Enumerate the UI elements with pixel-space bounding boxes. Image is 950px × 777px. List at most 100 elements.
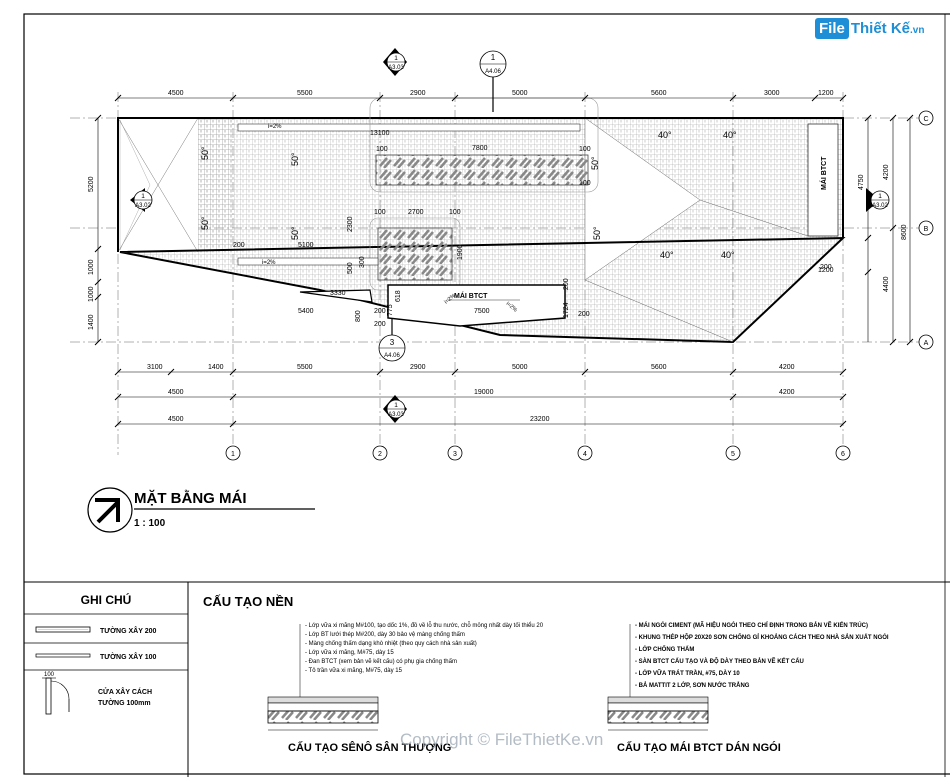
legend-title: GHI CHÚ bbox=[81, 592, 132, 607]
logo-box: File bbox=[815, 17, 849, 39]
left-note-5: - Tô trần vữa xi măng, M#75, dày 15 bbox=[305, 668, 403, 674]
label-mai-btct-right: MÁI BTCT bbox=[819, 156, 828, 190]
plan-title: MẶT BẰNG MÁI bbox=[134, 489, 247, 507]
left-note-1: - Lớp BT lưới thép M#200, dày 30 bảo vệ … bbox=[305, 632, 465, 638]
grid-bubble-b: B bbox=[918, 220, 934, 236]
plan-title-block: MẶT BẰNG MÁI 1 : 100 bbox=[87, 487, 315, 533]
dim-top-2: 2900 bbox=[410, 90, 426, 97]
section-mark-1-num: 1 bbox=[394, 55, 398, 62]
logo-text: Thiết Kế.vn bbox=[851, 20, 925, 37]
dim-right-1-0: 4200 bbox=[883, 164, 890, 180]
section-mark-6: 1 A3.03 bbox=[383, 395, 407, 423]
dim-618: 618 bbox=[395, 290, 402, 302]
dim-b1-3: 2900 bbox=[410, 364, 426, 371]
dimension-lines bbox=[97, 97, 911, 425]
dim-3330: 3330 bbox=[330, 290, 346, 297]
slope-a3: 50° bbox=[590, 156, 600, 170]
dim-7800: 7800 bbox=[472, 145, 488, 152]
section-mark-3-num: 1 bbox=[141, 193, 145, 200]
logo-suffix: .vn bbox=[910, 24, 925, 36]
sheet-border bbox=[23, 13, 950, 775]
slope-b4: 40° bbox=[721, 250, 735, 260]
dim-right-1-1: 4400 bbox=[883, 276, 890, 292]
slope-i1: i=2% bbox=[268, 124, 282, 130]
dim-b1-0: 3100 bbox=[147, 364, 163, 371]
slope-a2: 50° bbox=[290, 152, 300, 166]
grid-label-2: 2 bbox=[378, 451, 382, 458]
section-mark-2-num: 1 bbox=[491, 53, 496, 62]
dim-top-1: 5500 bbox=[297, 90, 313, 97]
plan-scale: 1 : 100 bbox=[134, 518, 166, 529]
legend-panel: GHI CHÚ TƯỜNG XÂY 200 TƯỜNG XÂY 100 100 … bbox=[24, 592, 188, 715]
dim-5100: 5100 bbox=[298, 242, 314, 249]
grid-bubble-6: 6 bbox=[835, 445, 851, 461]
section-mark-2: 1 A4.06 bbox=[479, 50, 507, 112]
right-notes: - MÁI NGÓI CIMENT (MÃ HIỆU NGÓI THEO CHỈ… bbox=[635, 621, 889, 689]
door-symbol: 100 bbox=[42, 672, 70, 715]
grid-bubble-a: A bbox=[918, 334, 934, 350]
dim-b2-1: 19000 bbox=[474, 389, 494, 396]
section-marks: 1 A3.03 1 A4.06 1 A3.02 1 A3.02 bbox=[130, 48, 890, 423]
left-notes: - Lớp vữa xi măng M#100, tạo dốc 1%, đồ … bbox=[305, 622, 544, 674]
dimension-texts: 4500 5500 2900 5000 5600 3000 1200 3100 … bbox=[88, 90, 908, 423]
dim-13100: 13100 bbox=[370, 130, 390, 137]
dim-100-d: 100 bbox=[374, 209, 386, 216]
door-dim: 100 bbox=[44, 672, 55, 678]
right-note-4: - LỚP VỮA TRÁT TRẦN, #75, DÀY 10 bbox=[635, 669, 740, 677]
dim-200-a: 200 bbox=[233, 242, 245, 249]
grid-bubble-3: 3 bbox=[447, 445, 463, 461]
mai-btct-box-right bbox=[807, 123, 839, 237]
dim-left-3: 1400 bbox=[88, 314, 95, 330]
right-note-1: - KHUNG THÉP HỘP 20X20 SƠN CHỐNG GỈ KHOẢ… bbox=[635, 633, 889, 641]
dim-b1-6: 4200 bbox=[779, 364, 795, 371]
logo-main-text: Thiết Kế bbox=[850, 19, 911, 37]
dim-b2-0: 4500 bbox=[168, 389, 184, 396]
dim-top-3: 5000 bbox=[512, 90, 528, 97]
details-panel: CẤU TẠO NỀN - Lớp vữa xi măng M#100, tạo… bbox=[203, 594, 889, 754]
section-mark-4: 1 A3.02 bbox=[866, 188, 890, 212]
section-mark-3-ref: A3.02 bbox=[135, 203, 151, 209]
legend-wall-100: TƯỜNG XÂY 100 bbox=[100, 652, 156, 661]
slope-a6: 50° bbox=[592, 226, 602, 240]
slope-a4: 50° bbox=[200, 216, 210, 230]
dim-right-inner-1: 1200 bbox=[818, 267, 834, 274]
grid-bubble-c: C bbox=[918, 110, 934, 126]
legend-door-1: CỬA XÂY CÁCH bbox=[98, 687, 152, 696]
dim-left-0: 5200 bbox=[88, 176, 95, 192]
dim-200-e: 200 bbox=[374, 321, 386, 328]
right-note-0: - MÁI NGÓI CIMENT (MÃ HIỆU NGÓI THEO CHỈ… bbox=[635, 621, 868, 629]
left-note-3: - Lớp vữa xi măng, M#75, dày 15 bbox=[305, 650, 394, 656]
section-mark-4-ref: A3.02 bbox=[872, 203, 888, 209]
dim-200-b: 200 bbox=[563, 278, 570, 290]
dim-b3-1: 23200 bbox=[530, 416, 550, 423]
dim-500: 500 bbox=[347, 262, 354, 274]
dim-b1-5: 5600 bbox=[651, 364, 667, 371]
dim-b2-2: 4200 bbox=[779, 389, 795, 396]
dim-775: 775 bbox=[387, 304, 394, 316]
slope-b1: 40° bbox=[658, 130, 672, 140]
left-note-2: - Màng chống thấm dạng khò nhiệt (theo q… bbox=[305, 641, 477, 647]
dim-b3-0: 4500 bbox=[168, 416, 184, 423]
dimension-ticks bbox=[94, 94, 914, 428]
sono-section-drawing bbox=[267, 696, 379, 731]
grid-label-3: 3 bbox=[453, 451, 457, 458]
wall-100-symbol bbox=[35, 653, 91, 658]
right-note-5: - BẢ MATTIT 2 LỚP, SƠN NƯỚC TRẮNG bbox=[635, 681, 750, 689]
grid-bubble-4: 4 bbox=[577, 445, 593, 461]
site-logo: File Thiết Kế.vn bbox=[815, 14, 924, 42]
dim-2300: 2300 bbox=[347, 216, 354, 232]
grid-bubble-5: 5 bbox=[725, 445, 741, 461]
dim-top-5: 3000 bbox=[764, 90, 780, 97]
grid-label-4: 4 bbox=[583, 451, 587, 458]
mai-btct-box-lower bbox=[387, 284, 566, 327]
dim-100-c: 100 bbox=[579, 180, 591, 187]
grid-label-1: 1 bbox=[231, 451, 235, 458]
dim-200-f: 200 bbox=[820, 264, 832, 271]
grid-bubbles: 1 2 3 4 5 6 C B A bbox=[225, 110, 934, 461]
dim-5400: 5400 bbox=[298, 308, 314, 315]
north-arrow-icon bbox=[95, 498, 120, 524]
mai-btct-section-drawing bbox=[607, 696, 709, 731]
right-caption: CẤU TẠO MÁI BTCT DÁN NGÓI bbox=[617, 741, 781, 754]
dim-top-4: 5600 bbox=[651, 90, 667, 97]
